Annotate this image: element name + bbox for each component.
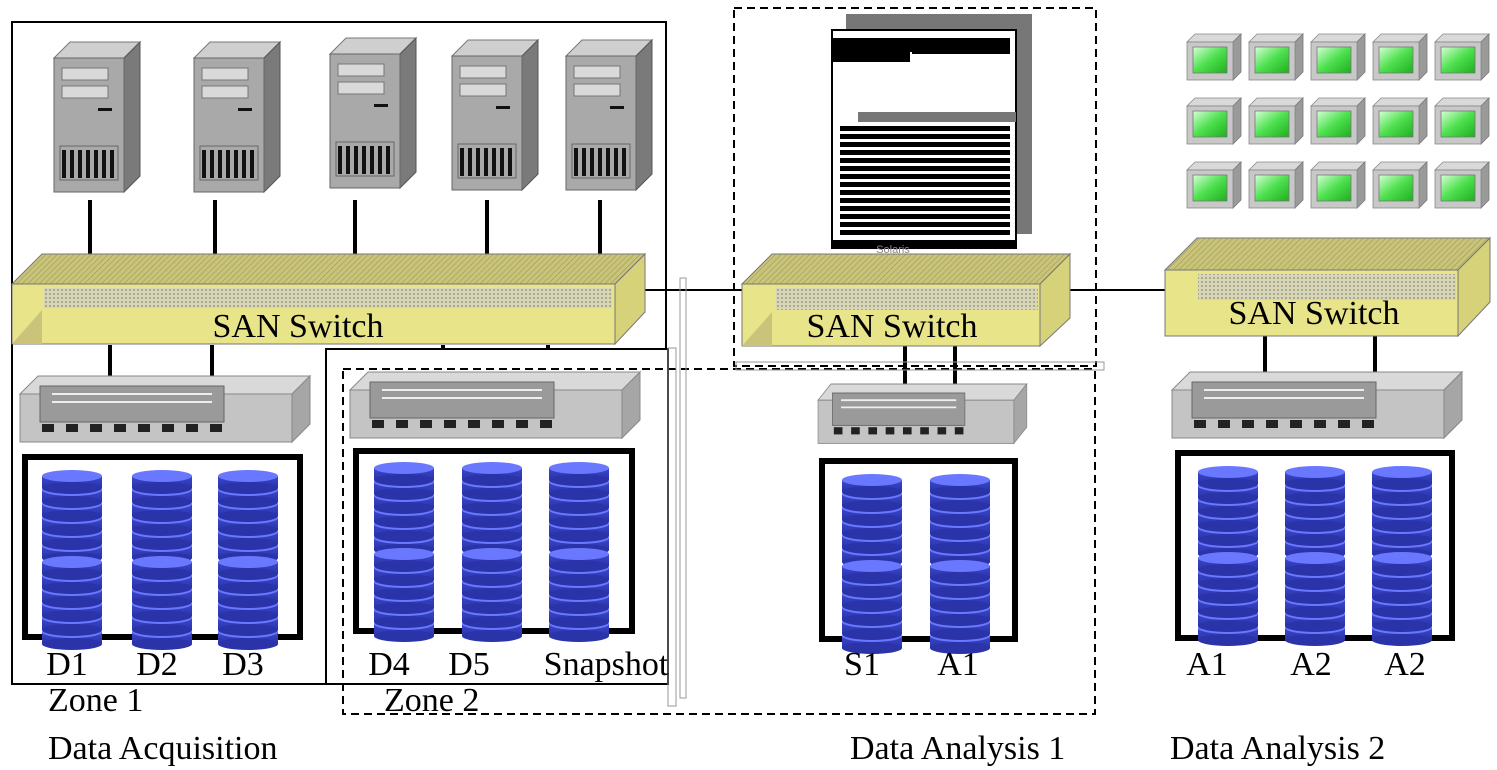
server-icon	[451, 39, 539, 191]
monitor-icon	[1434, 161, 1490, 209]
server-icon	[53, 41, 141, 193]
volume-label: D5	[448, 646, 490, 683]
array-zone-2	[353, 448, 635, 642]
switch-label: SAN Switch	[807, 308, 978, 345]
san-switch-main: SAN Switch	[10, 252, 647, 346]
volume-labels: D1 D2 D3 D4 D5 Snapshot S1 A1 A1 A2 A2	[46, 646, 1426, 683]
document-caption: Solaris	[876, 244, 910, 256]
monitor-icon	[1310, 161, 1366, 209]
array-zone-1	[22, 454, 303, 650]
monitor-icon	[1248, 97, 1304, 145]
zone-2-outline	[342, 368, 1096, 715]
zone-1-label: Zone 1	[48, 682, 143, 719]
san-switch-analysis-2: SAN Switch	[1163, 236, 1492, 338]
switch-label: SAN Switch	[213, 308, 384, 345]
volume-label: S1	[844, 646, 880, 683]
server-cluster	[53, 37, 653, 193]
monitor-icon	[1310, 97, 1366, 145]
san-switch-analysis-1: SAN Switch	[740, 252, 1072, 348]
storage-controller-icon	[19, 375, 311, 443]
monitor-icon	[1434, 97, 1490, 145]
storage-controller-icon	[1171, 371, 1463, 439]
disk-stack-icon	[549, 462, 609, 642]
array-analysis-1	[819, 458, 1018, 654]
disk-stack-icon	[462, 462, 522, 642]
disk-stack-icon	[218, 470, 278, 650]
disk-stack-icon	[42, 470, 102, 650]
connection-lines	[88, 200, 1377, 390]
volume-label: A2	[1290, 646, 1332, 683]
monitor-icon	[1310, 33, 1366, 81]
document-icon: Solaris	[831, 14, 1032, 256]
server-icon	[565, 39, 653, 191]
array-analysis-2	[1175, 450, 1455, 646]
volume-label: D3	[222, 646, 264, 683]
monitor-icon	[1372, 97, 1428, 145]
disk-stack-icon	[842, 474, 902, 654]
volume-label: D2	[136, 646, 178, 683]
group-label-data-acquisition: Data Acquisition	[48, 730, 277, 767]
switch-label: SAN Switch	[1229, 295, 1400, 332]
storage-controller-icon	[349, 371, 641, 439]
analysis-1-outline	[733, 7, 1097, 367]
disk-stack-icon	[1198, 466, 1258, 646]
monitor-icon	[1186, 97, 1242, 145]
disk-stack-icon	[132, 470, 192, 650]
storage-controller-icon	[817, 383, 1028, 445]
monitor-icon	[1248, 33, 1304, 81]
server-icon	[193, 41, 281, 193]
volume-label: D1	[46, 646, 88, 683]
volume-label: A1	[1186, 646, 1228, 683]
monitor-icon	[1372, 161, 1428, 209]
volume-label: A2	[1384, 646, 1426, 683]
zone-2-label: Zone 2	[384, 682, 479, 719]
disk-stack-icon	[374, 462, 434, 642]
monitor-icon	[1248, 161, 1304, 209]
volume-label: Snapshot	[544, 646, 669, 683]
group-label-data-analysis-1: Data Analysis 1	[850, 730, 1065, 767]
disk-stack-icon	[930, 474, 990, 654]
server-icon	[329, 37, 417, 189]
workstation-grid	[1186, 33, 1490, 209]
disk-stack-icon	[1372, 466, 1432, 646]
monitor-icon	[1186, 33, 1242, 81]
group-label-data-analysis-2: Data Analysis 2	[1170, 730, 1385, 767]
volume-label: D4	[368, 646, 410, 683]
disk-stack-icon	[1285, 466, 1345, 646]
monitor-icon	[1372, 33, 1428, 81]
monitor-icon	[1434, 33, 1490, 81]
volume-label: A1	[937, 646, 979, 683]
monitor-icon	[1186, 161, 1242, 209]
